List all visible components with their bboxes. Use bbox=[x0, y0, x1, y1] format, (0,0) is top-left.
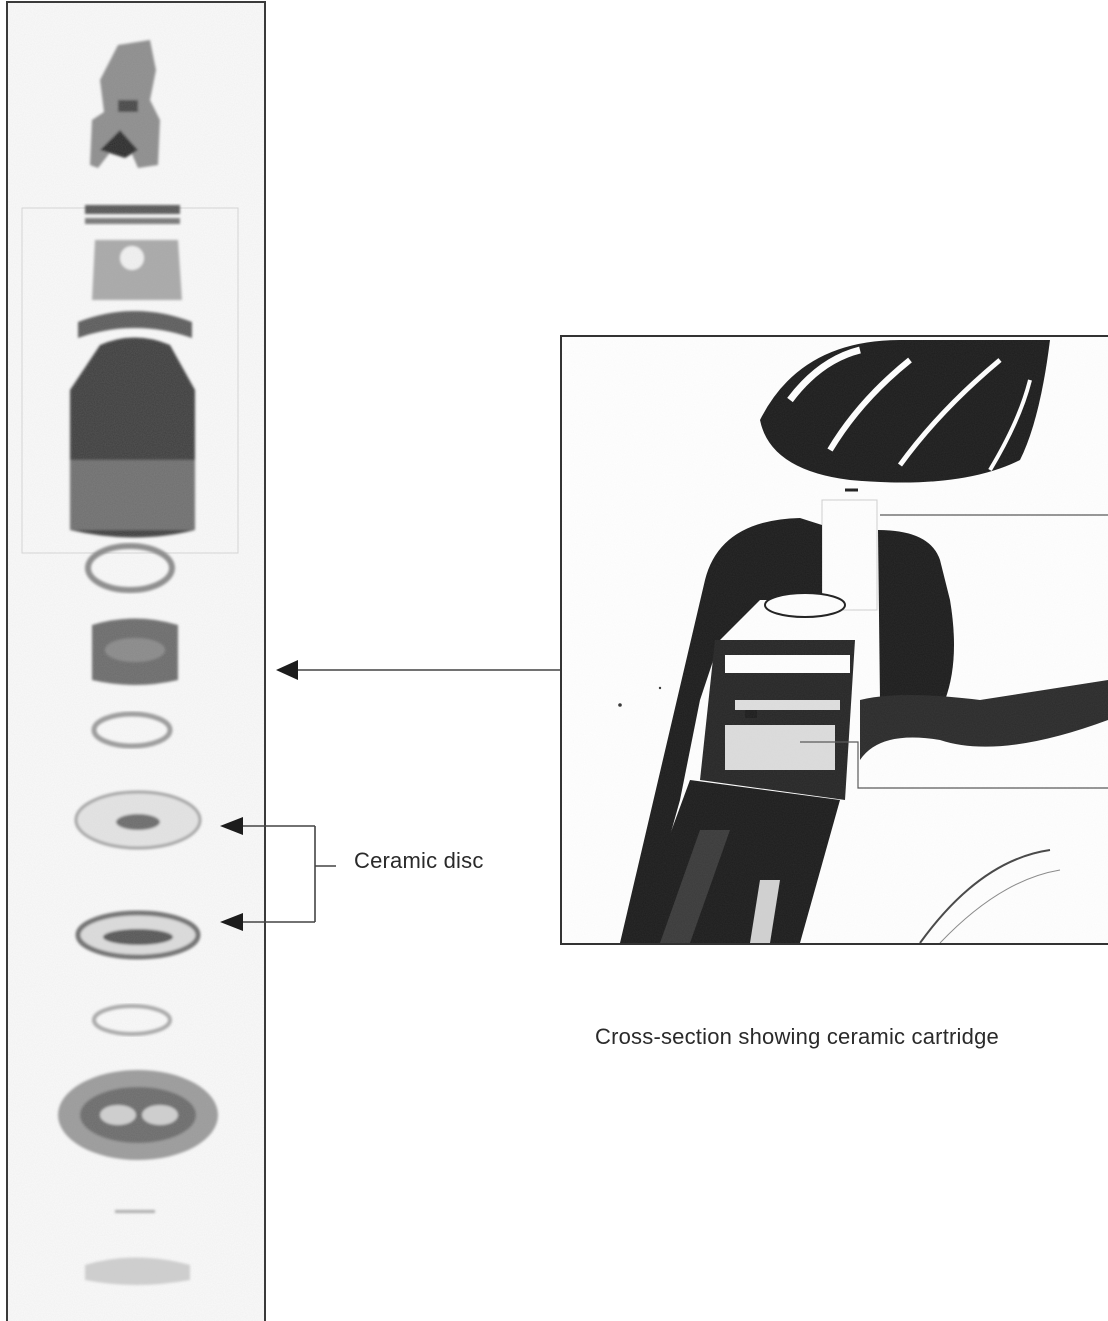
arrowhead-left-icon bbox=[276, 660, 298, 680]
ceramic-disc-label: Ceramic disc bbox=[354, 848, 484, 874]
exploded-parts-panel bbox=[7, 2, 265, 1321]
photo-grain bbox=[562, 337, 1108, 943]
panel-grain bbox=[8, 3, 264, 1321]
photo-caption: Cross-section showing ceramic cartridge bbox=[595, 1024, 999, 1050]
cross-section-photo bbox=[561, 336, 1108, 944]
